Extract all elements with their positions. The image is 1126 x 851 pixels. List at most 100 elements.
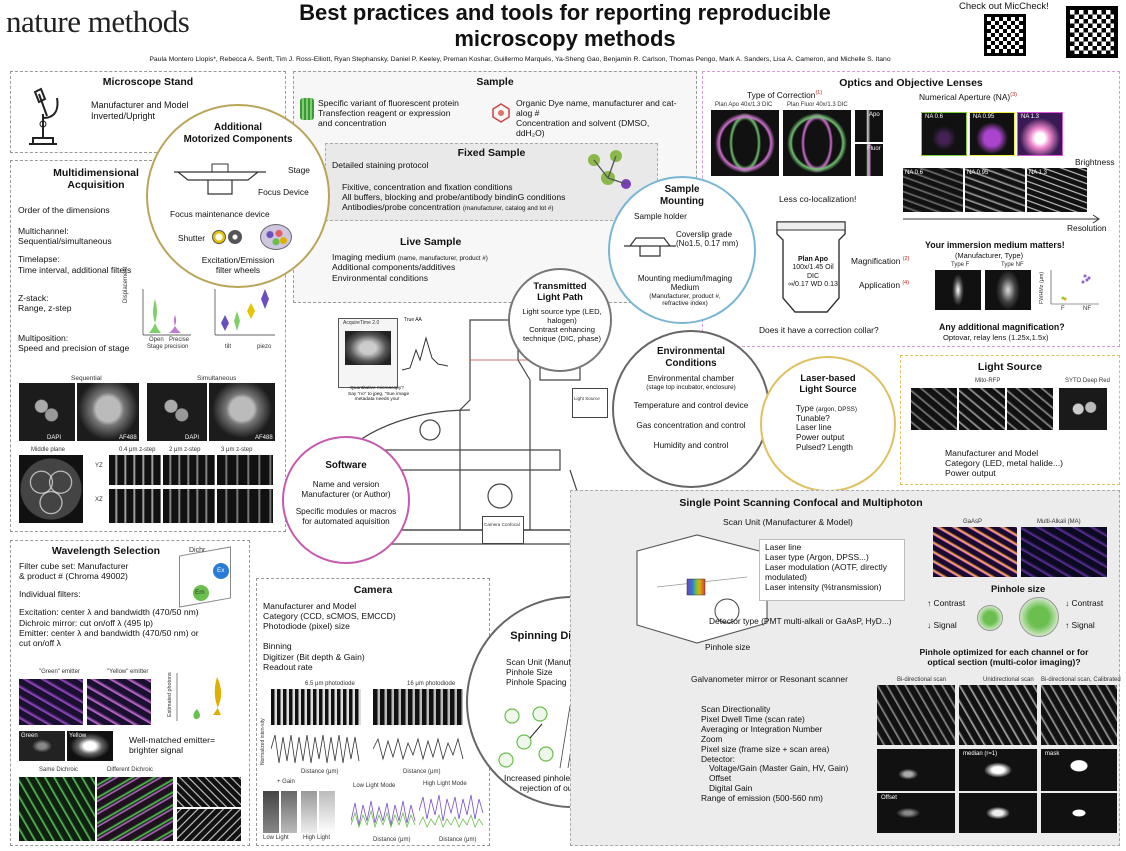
- dimension-order: Order of the dimensions: [18, 205, 110, 215]
- na-13-image: [1017, 112, 1063, 156]
- immersion-medium-sub: (Manufacturer, Type): [955, 251, 1024, 260]
- magnification: Magnification: [851, 255, 901, 266]
- poster-title-line2: microscopy methods: [454, 26, 676, 51]
- laser-light-source-circle: Laser-based Light Source Type (argon, DP…: [760, 356, 896, 492]
- less-colocalization: Less co-localization!: [779, 194, 857, 204]
- sample-holder-icon: [624, 237, 676, 257]
- stage-precision-violin-plot: [142, 289, 275, 336]
- z3-label: 3 μm z-step: [221, 447, 253, 453]
- software-circle: Software Name and version Manufacturer (…: [282, 436, 410, 564]
- yellow-zoom-image: [67, 731, 113, 761]
- screen-cell-image: [345, 331, 391, 365]
- different-dichroic-image: [97, 777, 173, 841]
- microscope-stand-title: Microscope Stand: [102, 76, 194, 88]
- confocal-pinhole-size: Pinhole size: [705, 642, 751, 652]
- light-source-power: Power output: [945, 468, 996, 479]
- type-f-psf-image: [935, 270, 981, 310]
- plan-fluor-image: [783, 110, 851, 176]
- light-source-type: Light source type (LED,: [522, 307, 602, 316]
- multi-alkali-image: [1021, 527, 1107, 577]
- mito-image-1: [911, 388, 957, 430]
- shutter-label: Shutter: [178, 233, 206, 243]
- confocal-laser-modulation-2: modulated): [765, 571, 807, 582]
- intensity-trace: [402, 336, 448, 371]
- laser-power: Power output: [796, 433, 845, 443]
- multidimensional-title-1: Multidimensional: [53, 167, 139, 179]
- environmental-chamber-detail: (stage top incubator, enclosure): [646, 383, 736, 391]
- metadata-q1: Quantitative microscopy?: [350, 386, 404, 391]
- multidimensional-title-2: Acquisition: [67, 179, 125, 192]
- fluor-zoom-image: [855, 144, 883, 176]
- apo-zoom-image: [855, 110, 883, 142]
- median-image: [959, 749, 1037, 791]
- well-matched-1: Well-matched emitter=: [129, 735, 216, 745]
- low-light-mode-trace: [351, 800, 416, 829]
- mounting-medium-3: (Manufacturer, product #,: [649, 292, 721, 300]
- dist-label-1: Distance (μm): [301, 769, 339, 775]
- objective-line1: Plan Apo: [797, 256, 829, 263]
- contrast-technique: Contrast enhancing: [529, 324, 595, 334]
- camera-title: Camera: [353, 584, 393, 596]
- type-f-label: Type F: [951, 262, 970, 268]
- laser-line: Laser line: [796, 423, 832, 433]
- additional-magnification: Any additional magnification?: [939, 322, 1065, 332]
- fixed-sample-title: Fixed Sample: [457, 147, 526, 159]
- zstack-value: Range, z-step: [18, 302, 72, 313]
- dye-solvent: ddH₂O): [516, 128, 545, 139]
- laser-title-2: Light Source: [799, 383, 857, 395]
- bi-calibrated-label: Bi-directional scan, Calibrated: [1041, 677, 1121, 683]
- fp-concentration: and concentration: [318, 118, 387, 129]
- microscope-icon: [29, 87, 59, 145]
- scan-directionality: Scan Directionality: [701, 704, 771, 714]
- na1-label: NA 0.6: [925, 114, 944, 120]
- large-pinhole-icon: [1019, 597, 1059, 637]
- check-out-label: Check out MicCheck!: [959, 1, 1049, 12]
- offset-mask-image: [1041, 793, 1117, 833]
- wavelength-selection-panel: Wavelength Selection Filter cube set: Ma…: [10, 540, 250, 846]
- green-zoom-image: [19, 731, 65, 761]
- detector-voltage: Voltage/Gain (Master Gain, HV, Gain): [709, 763, 849, 774]
- software-manufacturer: Manufacturer (or Author): [301, 489, 391, 499]
- stand-manufacturer: Manufacturer and Model: [91, 100, 189, 110]
- dye-name: Organic Dye name, manufacturer and cat-: [516, 98, 677, 108]
- coverslip-grade: Coverslip grade: [676, 230, 733, 239]
- dichroic-mirror: Dichroic mirror: cut on/off λ (495 lp): [19, 617, 154, 628]
- ex-label: Ex: [217, 567, 225, 574]
- multichannel-label: Multichannel:: [18, 226, 69, 237]
- pixel-size: Pixel size (frame size + scan area): [701, 743, 830, 754]
- coverslip-detail: (No1.5, 0.17 mm): [676, 239, 739, 249]
- galvo-scanner: Galvanometer mirror or Resonant scanner: [691, 674, 848, 684]
- environmental-conditions-line: Environmental conditions: [332, 272, 429, 283]
- mito-rfp-label: Mito-RFP: [975, 378, 1001, 384]
- light-source-box-label: Light Source: [574, 396, 600, 401]
- norm-label-1: Normalized inten-sity: [260, 718, 266, 765]
- middle-plane-image: [19, 455, 83, 523]
- p65-stripe-image: [271, 689, 361, 725]
- shutter-icon: [212, 230, 226, 244]
- sequential-af488-image: [77, 383, 139, 441]
- brightness-label: Brightness: [1075, 157, 1115, 167]
- dichr-label: Dichr: [189, 547, 206, 554]
- camera-box-label: Camera Confocal: [484, 522, 520, 527]
- binning: Binning: [263, 641, 292, 652]
- fixed-sample-panel: Fixed Sample Detailed staining protocol …: [325, 143, 658, 221]
- low-light-label: Low Light: [263, 835, 289, 841]
- fluor-label: Fluor: [867, 146, 881, 152]
- z3-xz-image: [217, 489, 273, 523]
- simultaneous-dapi-image: [147, 383, 207, 441]
- p65-intensity-profile: [271, 734, 360, 764]
- apo-label: Apo: [869, 112, 880, 118]
- na3-res-label: NA 1.3: [1029, 170, 1048, 176]
- fwhm-scatter-plot: [1050, 270, 1099, 305]
- dye-catalog: alog #: [516, 108, 540, 119]
- na-sup: (3): [1010, 92, 1017, 98]
- z2-xz-image: [163, 489, 215, 523]
- multiposition-value: Speed and precision of stage: [18, 343, 130, 354]
- excitation-filter: Excitation: center λ and bandwidth (470/…: [19, 607, 199, 618]
- camera-panel: Camera Manufacturer and Model Category (…: [256, 578, 490, 846]
- laser-pulsed: Pulsed? Length: [796, 442, 853, 452]
- wavelength-title: Wavelength Selection: [51, 545, 161, 557]
- type-nf-label: Type NF: [1001, 262, 1024, 268]
- fluorescent-protein-icon: [300, 98, 314, 120]
- na-095-resolution-image: [965, 168, 1025, 212]
